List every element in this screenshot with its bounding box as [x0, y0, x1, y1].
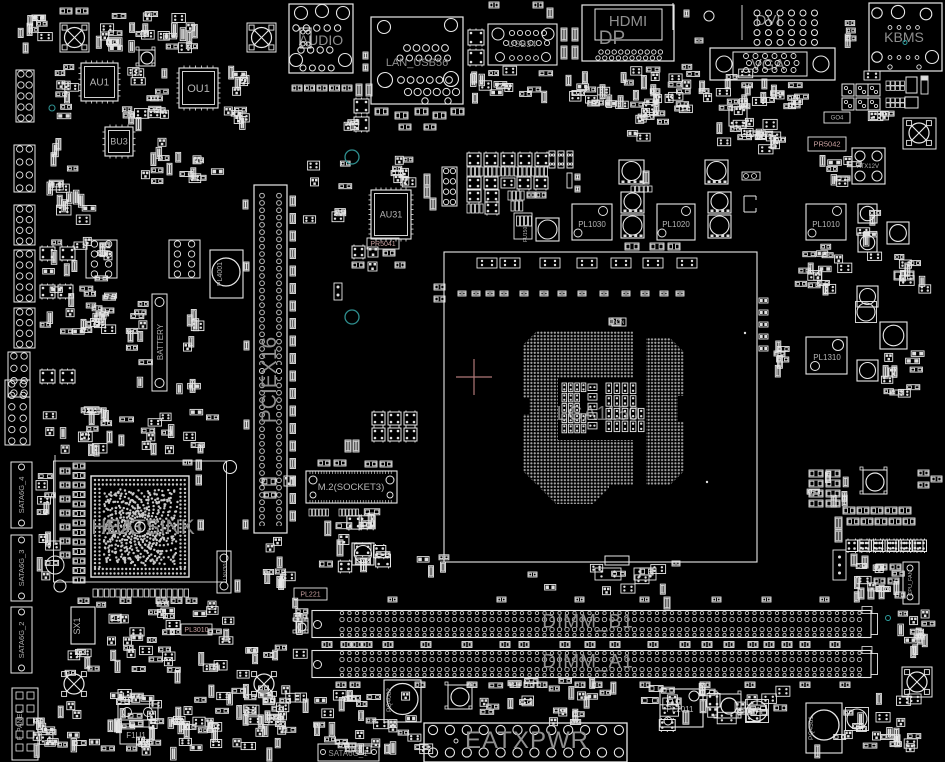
- svg-text:SATA6G_2: SATA6G_2: [17, 622, 26, 659]
- svg-text:NCN: NCN: [614, 320, 625, 326]
- svg-text:M.2(SOCKET3): M.2(SOCKET3): [318, 482, 385, 493]
- svg-text:BATTERY: BATTERY: [156, 323, 165, 360]
- svg-text:PL4001: PL4001: [217, 262, 224, 286]
- svg-text:AU1: AU1: [90, 78, 110, 89]
- svg-text:PQ4002: PQ4002: [386, 688, 393, 712]
- svg-text:DIMM_B1: DIMM_B1: [542, 612, 633, 633]
- svg-text:LAN_USB56: LAN_USB56: [386, 57, 448, 69]
- svg-text:PL221: PL221: [300, 591, 320, 598]
- svg-text:SATA6G_4: SATA6G_4: [17, 477, 26, 514]
- svg-text:PL2011: PL2011: [667, 705, 695, 714]
- svg-text:USB34: USB34: [508, 39, 537, 49]
- svg-text:AU3: AU3: [102, 516, 143, 539]
- svg-text:AU31: AU31: [380, 210, 403, 220]
- svg-text:LNV30: LNV30: [223, 564, 229, 581]
- svg-text:HEATSINK: HEATSINK: [91, 516, 194, 539]
- svg-text:PL1020: PL1020: [662, 220, 690, 229]
- svg-text:PU1501: PU1501: [523, 224, 529, 242]
- svg-text:KBMS: KBMS: [884, 29, 924, 45]
- svg-text:PL3010: PL3010: [184, 627, 208, 634]
- svg-text:SATA6G_3: SATA6G_3: [17, 550, 26, 587]
- svg-text:PL1310: PL1310: [813, 353, 841, 362]
- svg-text:F_PANEL: F_PANEL: [17, 710, 24, 741]
- svg-text:OU1: OU1: [187, 83, 210, 95]
- svg-text:PL1030: PL1030: [578, 220, 606, 229]
- svg-text:DP: DP: [599, 28, 625, 49]
- svg-text:PR5041: PR5041: [370, 241, 395, 248]
- svg-text:DIMM_A1: DIMM_A1: [542, 652, 633, 673]
- svg-text:ATX12V: ATX12V: [857, 164, 879, 170]
- svg-text:SX1: SX1: [72, 617, 82, 634]
- svg-text:SATA6G_1: SATA6G_1: [328, 749, 368, 758]
- svg-text:CPU_FAN: CPU_FAN: [908, 570, 914, 595]
- svg-text:DVI: DVI: [755, 12, 780, 29]
- svg-text:PL1010: PL1010: [812, 220, 840, 229]
- svg-text:PCIEX16: PCIEX16: [258, 337, 281, 423]
- svg-text:AUDIO: AUDIO: [299, 32, 343, 48]
- svg-text:BU3: BU3: [110, 137, 128, 147]
- svg-text:F1U1: F1U1: [126, 731, 146, 740]
- svg-text:HDMI: HDMI: [609, 13, 647, 30]
- svg-text:EATXPWR: EATXPWR: [465, 727, 589, 754]
- svg-text:PR5042: PR5042: [813, 140, 840, 149]
- svg-text:PQ4501: PQ4501: [808, 716, 815, 740]
